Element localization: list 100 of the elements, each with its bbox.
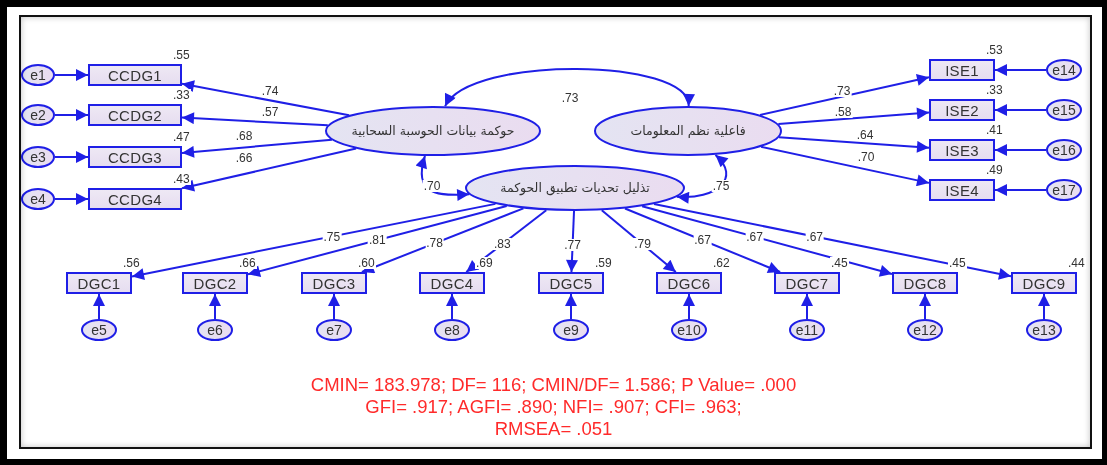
observed-variable-box: ISE2	[929, 99, 995, 121]
arrow	[994, 184, 1047, 196]
fit-statistics-text: RMSEA= .051	[493, 420, 614, 439]
error-term-circle: e4	[21, 188, 55, 210]
coefficient-label: .83	[492, 238, 512, 251]
arrow	[360, 207, 525, 274]
error-term-circle: e16	[1046, 139, 1082, 161]
arrow	[777, 136, 930, 153]
coefficient-label: .67	[745, 230, 764, 243]
arrow	[683, 293, 695, 320]
coefficient-label: .78	[425, 237, 444, 250]
arrow	[994, 144, 1047, 156]
arrow	[600, 209, 677, 273]
error-term-circle: e15	[1046, 99, 1082, 121]
arrow	[209, 293, 221, 320]
r-squared-value: .53	[985, 44, 1004, 56]
error-term-circle: e11	[789, 319, 825, 341]
error-term-circle: e2	[21, 104, 55, 126]
error-term-circle: e3	[21, 146, 55, 168]
observed-variable-box: DGC8	[892, 272, 958, 294]
arrow	[653, 203, 1012, 280]
error-term-circle: e13	[1026, 319, 1062, 341]
fit-statistics-text: GFI= .917; AGFI= .890; NFI= .907; CFI= .963;	[364, 398, 743, 417]
observed-variable-box: DGC6	[656, 272, 722, 294]
coefficient-label: .64	[855, 129, 875, 141]
coefficient-label: .77	[563, 238, 582, 251]
error-term-circle: e10	[671, 319, 707, 341]
coefficient-label: .70	[422, 180, 442, 192]
arrow	[247, 205, 508, 278]
observed-variable-box: CCDG4	[88, 188, 182, 210]
error-term-circle: e14	[1046, 59, 1082, 81]
error-term-circle: e12	[907, 319, 943, 341]
fit-statistics-text: CMIN= 183.978; DF= 116; CMIN/DF= 1.586; P Value= .000	[309, 376, 798, 395]
observed-variable-box: DGC9	[1011, 272, 1077, 294]
arrow	[181, 112, 329, 127]
error-term-circle: e5	[81, 319, 117, 341]
arrow	[446, 293, 458, 320]
coefficient-label: .79	[633, 238, 652, 251]
coefficient-label: .66	[234, 152, 254, 164]
arrow	[801, 293, 813, 320]
latent-variable-ellipse: حوكمة بيانات الحوسبة السحابية	[325, 106, 541, 156]
error-term-circle: e17	[1046, 179, 1082, 201]
observed-variable-box: DGC7	[774, 272, 840, 294]
r-squared-value: .60	[357, 257, 376, 269]
error-term-circle: e6	[197, 319, 233, 341]
observed-variable-box: ISE4	[929, 179, 995, 201]
r-squared-value: .59	[594, 257, 613, 269]
r-squared-value: .62	[712, 257, 731, 269]
r-squared-value: .33	[985, 84, 1004, 96]
r-squared-value: .41	[985, 124, 1004, 136]
arrow	[624, 207, 782, 273]
arrow	[54, 151, 89, 163]
arrow	[131, 202, 497, 280]
coefficient-label: .75	[711, 180, 731, 192]
latent-variable-ellipse: تذليل تحديات تطبيق الحوكمة	[465, 165, 685, 211]
r-squared-value: .44	[1067, 257, 1086, 269]
arrow	[565, 293, 577, 320]
observed-variable-box: DGC2	[182, 272, 248, 294]
latent-variable-ellipse: فاعلية نظم المعلومات	[594, 106, 782, 156]
r-squared-value: .43	[172, 173, 191, 185]
r-squared-value: .33	[172, 89, 191, 101]
arrow	[994, 104, 1047, 116]
r-squared-value: .47	[172, 131, 191, 143]
arrow	[181, 138, 333, 158]
r-squared-value: .49	[985, 164, 1004, 176]
observed-variable-box: DGC1	[66, 272, 132, 294]
r-squared-value: .69	[475, 257, 494, 269]
observed-variable-box: DGC4	[419, 272, 485, 294]
arrow	[54, 69, 89, 81]
arrow	[994, 64, 1047, 76]
arrow	[641, 205, 893, 277]
arrow	[93, 293, 105, 320]
coefficient-label: .74	[260, 85, 280, 97]
arrow	[181, 147, 358, 192]
observed-variable-box: ISE1	[929, 59, 995, 81]
arrow	[54, 193, 89, 205]
observed-variable-box: DGC5	[538, 272, 604, 294]
error-term-circle: e8	[434, 319, 470, 341]
coefficient-label: .67	[693, 234, 712, 247]
coefficient-label: .68	[234, 130, 254, 142]
arrow	[759, 74, 930, 116]
observed-variable-box: DGC3	[301, 272, 367, 294]
observed-variable-box: CCDG1	[88, 64, 182, 86]
coefficient-label: .81	[368, 234, 387, 247]
r-squared-value: .56	[122, 257, 141, 269]
arrow	[1038, 293, 1050, 320]
coefficient-label: .57	[260, 106, 280, 118]
coefficient-label: .75	[322, 230, 342, 243]
r-squared-value: .66	[238, 257, 257, 269]
coefficient-label: .73	[832, 85, 852, 97]
r-squared-value: .45	[948, 257, 967, 269]
arrow	[760, 145, 930, 187]
error-term-circle: e1	[21, 64, 55, 86]
r-squared-value: .55	[172, 49, 191, 61]
error-term-circle: e9	[553, 319, 589, 341]
covariance-arrow	[675, 153, 729, 204]
observed-variable-box: CCDG2	[88, 104, 182, 126]
error-term-circle: e7	[316, 319, 352, 341]
arrow	[565, 210, 578, 273]
arrow	[777, 107, 930, 126]
